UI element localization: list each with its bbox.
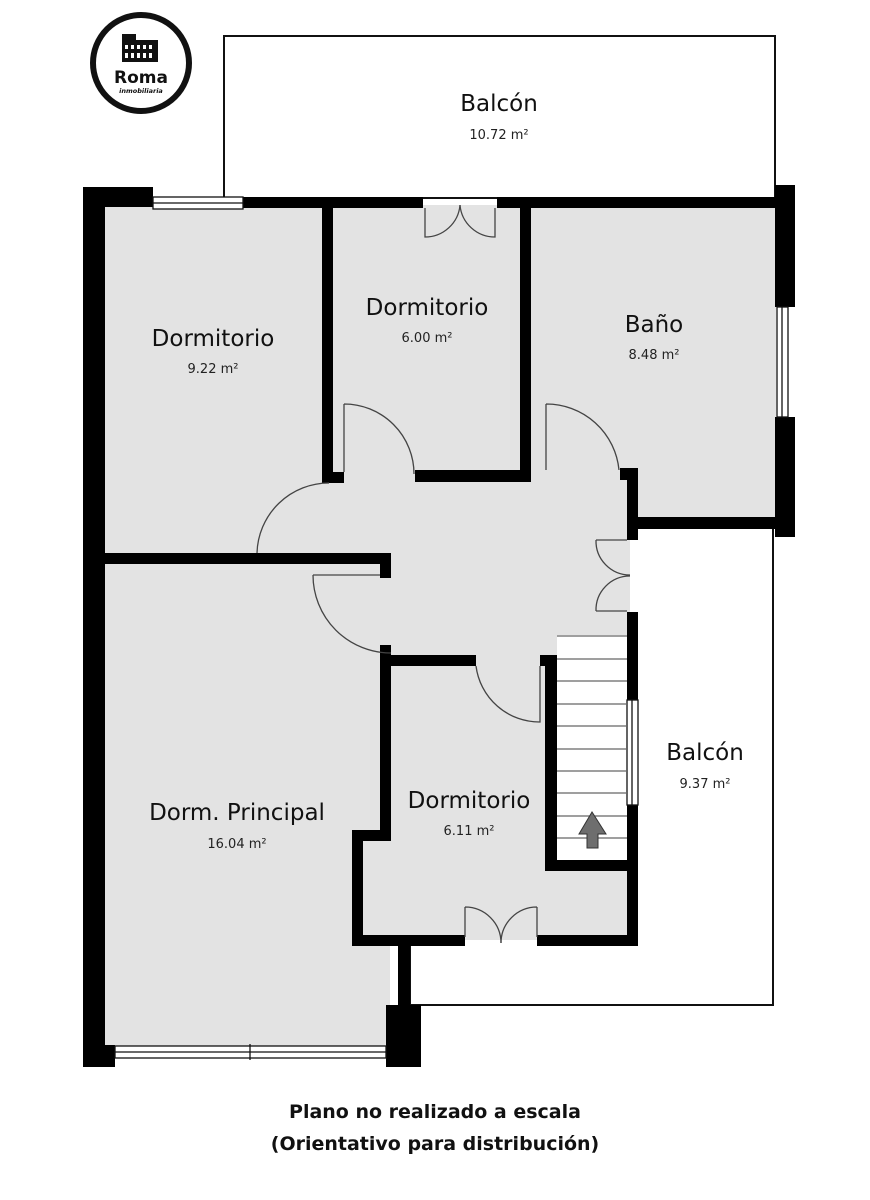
room-area: 6.11 m² [444,824,495,839]
interior-floor [100,205,776,1050]
room-label-bano: Baño 8.48 m² [625,312,684,363]
room-area: 16.04 m² [207,837,266,852]
walls [83,185,795,1067]
arrow-up-icon [578,811,607,849]
door-balcony-top-left [424,204,461,238]
room-area: 6.00 m² [402,331,453,346]
room-label-dormitorio-1: Dormitorio 9.22 m² [152,326,275,377]
door-balcony-right-bottom [595,575,631,612]
door-bano [545,403,620,471]
room-label-dormitorio-2: Dormitorio 6.00 m² [366,295,489,346]
room-name: Balcón [666,740,744,766]
door-dorm3-balcony-left [464,906,502,944]
balcony-top [223,35,776,199]
orientation-note: (Orientativo para distribución) [270,1133,600,1155]
room-area: 9.22 m² [188,362,239,377]
door-dormitorio-1 [256,482,330,554]
room-label-dorm-principal: Dorm. Principal 16.04 m² [149,800,325,852]
colosseum-icon [122,34,158,62]
doors [256,204,631,944]
door-dormitorio-2 [343,403,415,475]
room-name: Dormitorio [408,788,531,814]
scale-disclaimer: Plano no realizado a escala [289,1101,581,1123]
windows [114,196,789,1060]
room-label-dormitorio-3: Dormitorio 6.11 m² [408,788,531,839]
logo-ring [90,12,192,114]
room-name: Balcón [460,91,538,117]
room-area: 8.48 m² [629,348,680,363]
door-dorm3-balcony-right [500,906,538,944]
door-balcony-right-top [595,539,631,576]
room-label-balcon-top: Balcón 10.72 m² [460,91,538,143]
door-balcony-top-right [459,204,496,238]
room-name: Dorm. Principal [149,800,325,826]
logo-title: Roma [114,68,168,88]
room-name: Baño [625,312,684,338]
room-area: 10.72 m² [469,128,528,143]
room-area: 9.37 m² [680,777,731,792]
room-label-balcon-right: Balcón 9.37 m² [666,740,744,792]
door-dormitorio-3 [475,665,541,723]
door-dorm-principal [312,574,392,654]
company-logo: Roma inmobiliaria [90,12,192,114]
room-name: Dormitorio [152,326,275,352]
stairs [557,635,627,839]
logo-subtitle: inmobiliaria [119,87,163,95]
room-name: Dormitorio [366,295,489,321]
